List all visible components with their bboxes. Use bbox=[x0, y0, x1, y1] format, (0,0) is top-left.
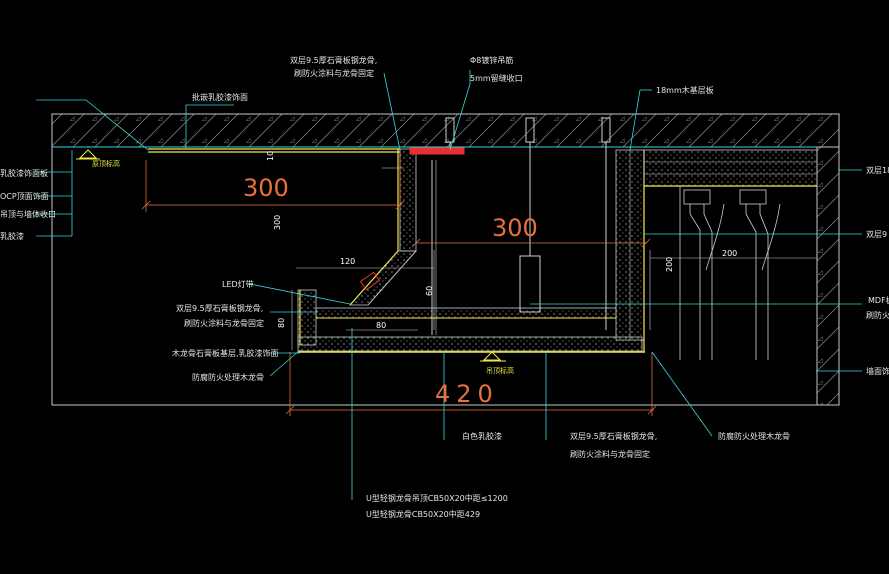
label-white-paint: 白色乳胶漆 bbox=[462, 431, 502, 441]
dim-200: 200 bbox=[722, 249, 737, 258]
label-left-bottom-2: 防腐防火处理木龙骨 bbox=[192, 372, 264, 382]
elevation-label-top: 原顶标高 bbox=[92, 159, 120, 168]
dim-60: 60 bbox=[425, 286, 434, 296]
left-ceiling-board bbox=[148, 148, 400, 153]
dim-300-vertical: 300 bbox=[273, 215, 282, 230]
curtain-track bbox=[679, 186, 781, 360]
label-left-mid-2: 刷防火涂料与龙骨固定 bbox=[184, 318, 264, 328]
dim-300-top: 300 bbox=[243, 174, 289, 202]
label-top-steel-2: 刷防火涂料与龙骨固定 bbox=[294, 68, 374, 78]
right-wall bbox=[816, 146, 840, 406]
label-led-strip: LED灯带 bbox=[222, 279, 254, 289]
label-left-1: 乳胶漆饰面板 bbox=[0, 168, 48, 178]
label-top-right-board: 18mm木基层板 bbox=[656, 85, 714, 95]
label-right-4: 墙面饰 bbox=[866, 366, 889, 376]
soffit-panel bbox=[349, 148, 437, 335]
label-bottom-steel-2: 刷防火涂料与龙骨固定 bbox=[570, 449, 650, 459]
label-right-1: 双层18mm bbox=[866, 166, 889, 175]
label-bottom-right-wood: 防腐防火处理木龙骨 bbox=[718, 431, 790, 441]
leader-lines bbox=[36, 70, 862, 500]
lower-ceiling-board bbox=[297, 336, 645, 353]
small-dimension-lines bbox=[291, 167, 817, 350]
elevation-marker-bottom bbox=[480, 351, 506, 362]
dim-10: 10 bbox=[266, 151, 275, 161]
dim-120: 120 bbox=[340, 257, 355, 266]
label-top-steel-1: 双层9.5厚石膏板钢龙骨, bbox=[290, 55, 377, 65]
dim-420-bottom: 420 bbox=[435, 380, 499, 408]
label-bottom-channel-1: U型轻钢龙骨吊顶CB50X20中距≤1200 bbox=[366, 493, 508, 503]
dim-80: 80 bbox=[376, 321, 386, 330]
label-left-bottom-1: 木龙骨石膏板基层,乳胶漆饰面 bbox=[172, 348, 279, 358]
label-top-plaster: 批嵌乳胶漆饰面 bbox=[192, 92, 248, 102]
label-left-4: 乳胶漆 bbox=[0, 231, 24, 241]
dim-200-vertical: 200 bbox=[665, 257, 674, 272]
label-top-gap: 5mm留缝收口 bbox=[470, 73, 523, 83]
hanger-rods bbox=[409, 117, 611, 330]
label-right-3b: 刷防火 bbox=[866, 310, 889, 320]
label-bottom-steel-1: 双层9.5厚石膏板钢龙骨, bbox=[570, 431, 657, 441]
elevation-marker-top bbox=[76, 149, 100, 160]
label-right-2: 双层9 bbox=[866, 230, 887, 239]
label-left-2: OCP顶面饰面 bbox=[0, 191, 49, 201]
label-left-3: 吊顶与墙体收口 bbox=[0, 209, 56, 219]
elevation-label-bottom: 吊顶标高 bbox=[486, 366, 514, 375]
label-right-3a: MDF板 bbox=[868, 295, 889, 305]
label-top-rod: Φ8镀锌吊筋 bbox=[470, 55, 513, 65]
dimension-lines bbox=[141, 160, 657, 416]
label-left-mid-1: 双层9.5厚石膏板钢龙骨, bbox=[176, 303, 263, 313]
dim-80-vertical: 80 bbox=[277, 318, 286, 328]
dim-300-right: 300 bbox=[492, 214, 538, 242]
label-bottom-channel-2: U型轻钢龙骨CB50X20中距429 bbox=[366, 509, 480, 519]
right-soffit bbox=[615, 149, 818, 352]
